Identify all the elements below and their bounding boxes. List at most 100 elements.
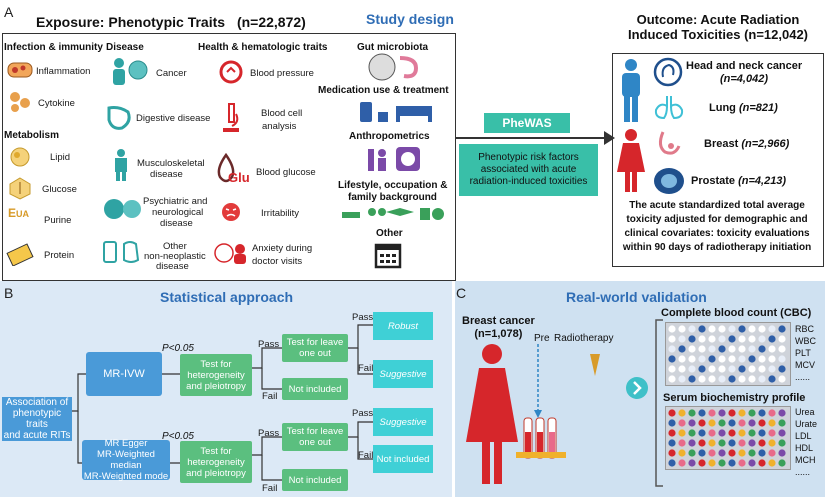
label-lipid: Lipid	[50, 152, 71, 163]
serum-item-ldl: LDL	[795, 431, 812, 441]
serum-item-hdl: HDL	[795, 443, 814, 453]
well	[688, 419, 696, 427]
label-protein: Protein	[44, 250, 75, 261]
cbc-item-wbc: WBC	[795, 336, 816, 346]
well	[708, 345, 716, 353]
well	[748, 335, 756, 343]
well	[728, 365, 736, 373]
lung-icon	[654, 96, 684, 120]
well	[718, 439, 726, 447]
well	[668, 439, 676, 447]
well	[758, 335, 766, 343]
well	[768, 345, 776, 353]
well	[668, 325, 676, 333]
well	[758, 439, 766, 447]
label-musculo1: Musculoskeletal	[137, 158, 205, 169]
label-bca1: Blood cell	[261, 108, 303, 119]
breast-icon	[658, 131, 681, 155]
well	[738, 365, 746, 373]
exposure-title: Exposure: Phenotypic Traits (n=22,872)	[36, 14, 306, 30]
phewas-label: PheWAS	[484, 113, 570, 133]
well	[708, 375, 716, 383]
well	[768, 419, 776, 427]
not-included-1: Not included	[282, 378, 348, 400]
serum-label: Serum biochemistry profile	[663, 392, 806, 404]
mr-ivw-box: MR-IVW	[86, 352, 162, 396]
well	[678, 325, 686, 333]
label-psych3: disease	[160, 218, 193, 229]
well	[698, 325, 706, 333]
well	[688, 429, 696, 437]
panel-a-letter: A	[4, 4, 14, 20]
well	[768, 375, 776, 383]
outcome-3: Prostate (n=4,213)	[691, 175, 787, 187]
well	[698, 335, 706, 343]
well	[748, 325, 756, 333]
label-cytokine: Cytokine	[38, 98, 75, 109]
serum-item-urea: Urea	[795, 407, 815, 417]
well	[678, 409, 686, 417]
well	[768, 429, 776, 437]
outcome-box	[612, 53, 824, 267]
well	[708, 365, 716, 373]
well	[708, 439, 716, 447]
outcome-1: Lung (n=821)	[709, 102, 778, 114]
well	[738, 459, 746, 467]
well	[768, 439, 776, 447]
cbc-item-more: ......	[795, 372, 811, 382]
fail-label-2: Fail	[262, 483, 278, 494]
well	[758, 355, 766, 363]
well	[748, 409, 756, 417]
well	[718, 429, 726, 437]
well	[678, 449, 686, 457]
glucose-icon	[9, 177, 31, 200]
cytokine-icon	[10, 92, 30, 112]
patient-figure-icon	[466, 344, 518, 484]
serum-plate	[665, 406, 791, 470]
well	[698, 375, 706, 383]
panel-c-title: Real-world validation	[566, 289, 707, 305]
well	[688, 355, 696, 363]
panel-b-title: Statistical approach	[160, 289, 294, 305]
well	[688, 365, 696, 373]
well	[718, 345, 726, 353]
well	[698, 409, 706, 417]
well	[728, 459, 736, 467]
well	[758, 325, 766, 333]
well	[768, 409, 776, 417]
outcome-0-n: (n=4,042)	[720, 73, 768, 85]
well	[708, 325, 716, 333]
well	[668, 355, 676, 363]
label-bca2: analysis	[262, 121, 297, 132]
well	[698, 459, 706, 467]
not-included-box-3: Not included	[373, 445, 433, 473]
head-neck-icon	[653, 57, 683, 87]
well	[738, 449, 746, 457]
male-figure-icon	[622, 59, 640, 122]
well	[718, 335, 726, 343]
suggestive-box-2: Suggestive	[373, 408, 433, 436]
well	[668, 409, 676, 417]
well	[758, 409, 766, 417]
cat-gut: Gut microbiota	[357, 42, 429, 53]
cat-other: Other	[376, 228, 403, 239]
well	[758, 375, 766, 383]
well	[688, 449, 696, 457]
cat-metabolism: Metabolism	[4, 130, 60, 141]
cancer-icon	[113, 58, 148, 85]
well	[688, 409, 696, 417]
label-bp: Blood pressure	[250, 68, 314, 79]
cbc-label: Complete blood count (CBC)	[661, 307, 812, 319]
phewas-arrow-line	[455, 137, 610, 139]
panel-b-letter: B	[4, 285, 14, 301]
blood-glucose-icon	[217, 153, 235, 183]
well	[678, 335, 686, 343]
cbc-wells	[668, 325, 786, 383]
musculoskeletal-icon	[115, 149, 127, 181]
well	[668, 335, 676, 343]
outcome-2: Breast (n=2,966)	[704, 138, 790, 150]
not-included-2: Not included	[282, 469, 348, 491]
serum-wells	[668, 409, 786, 467]
